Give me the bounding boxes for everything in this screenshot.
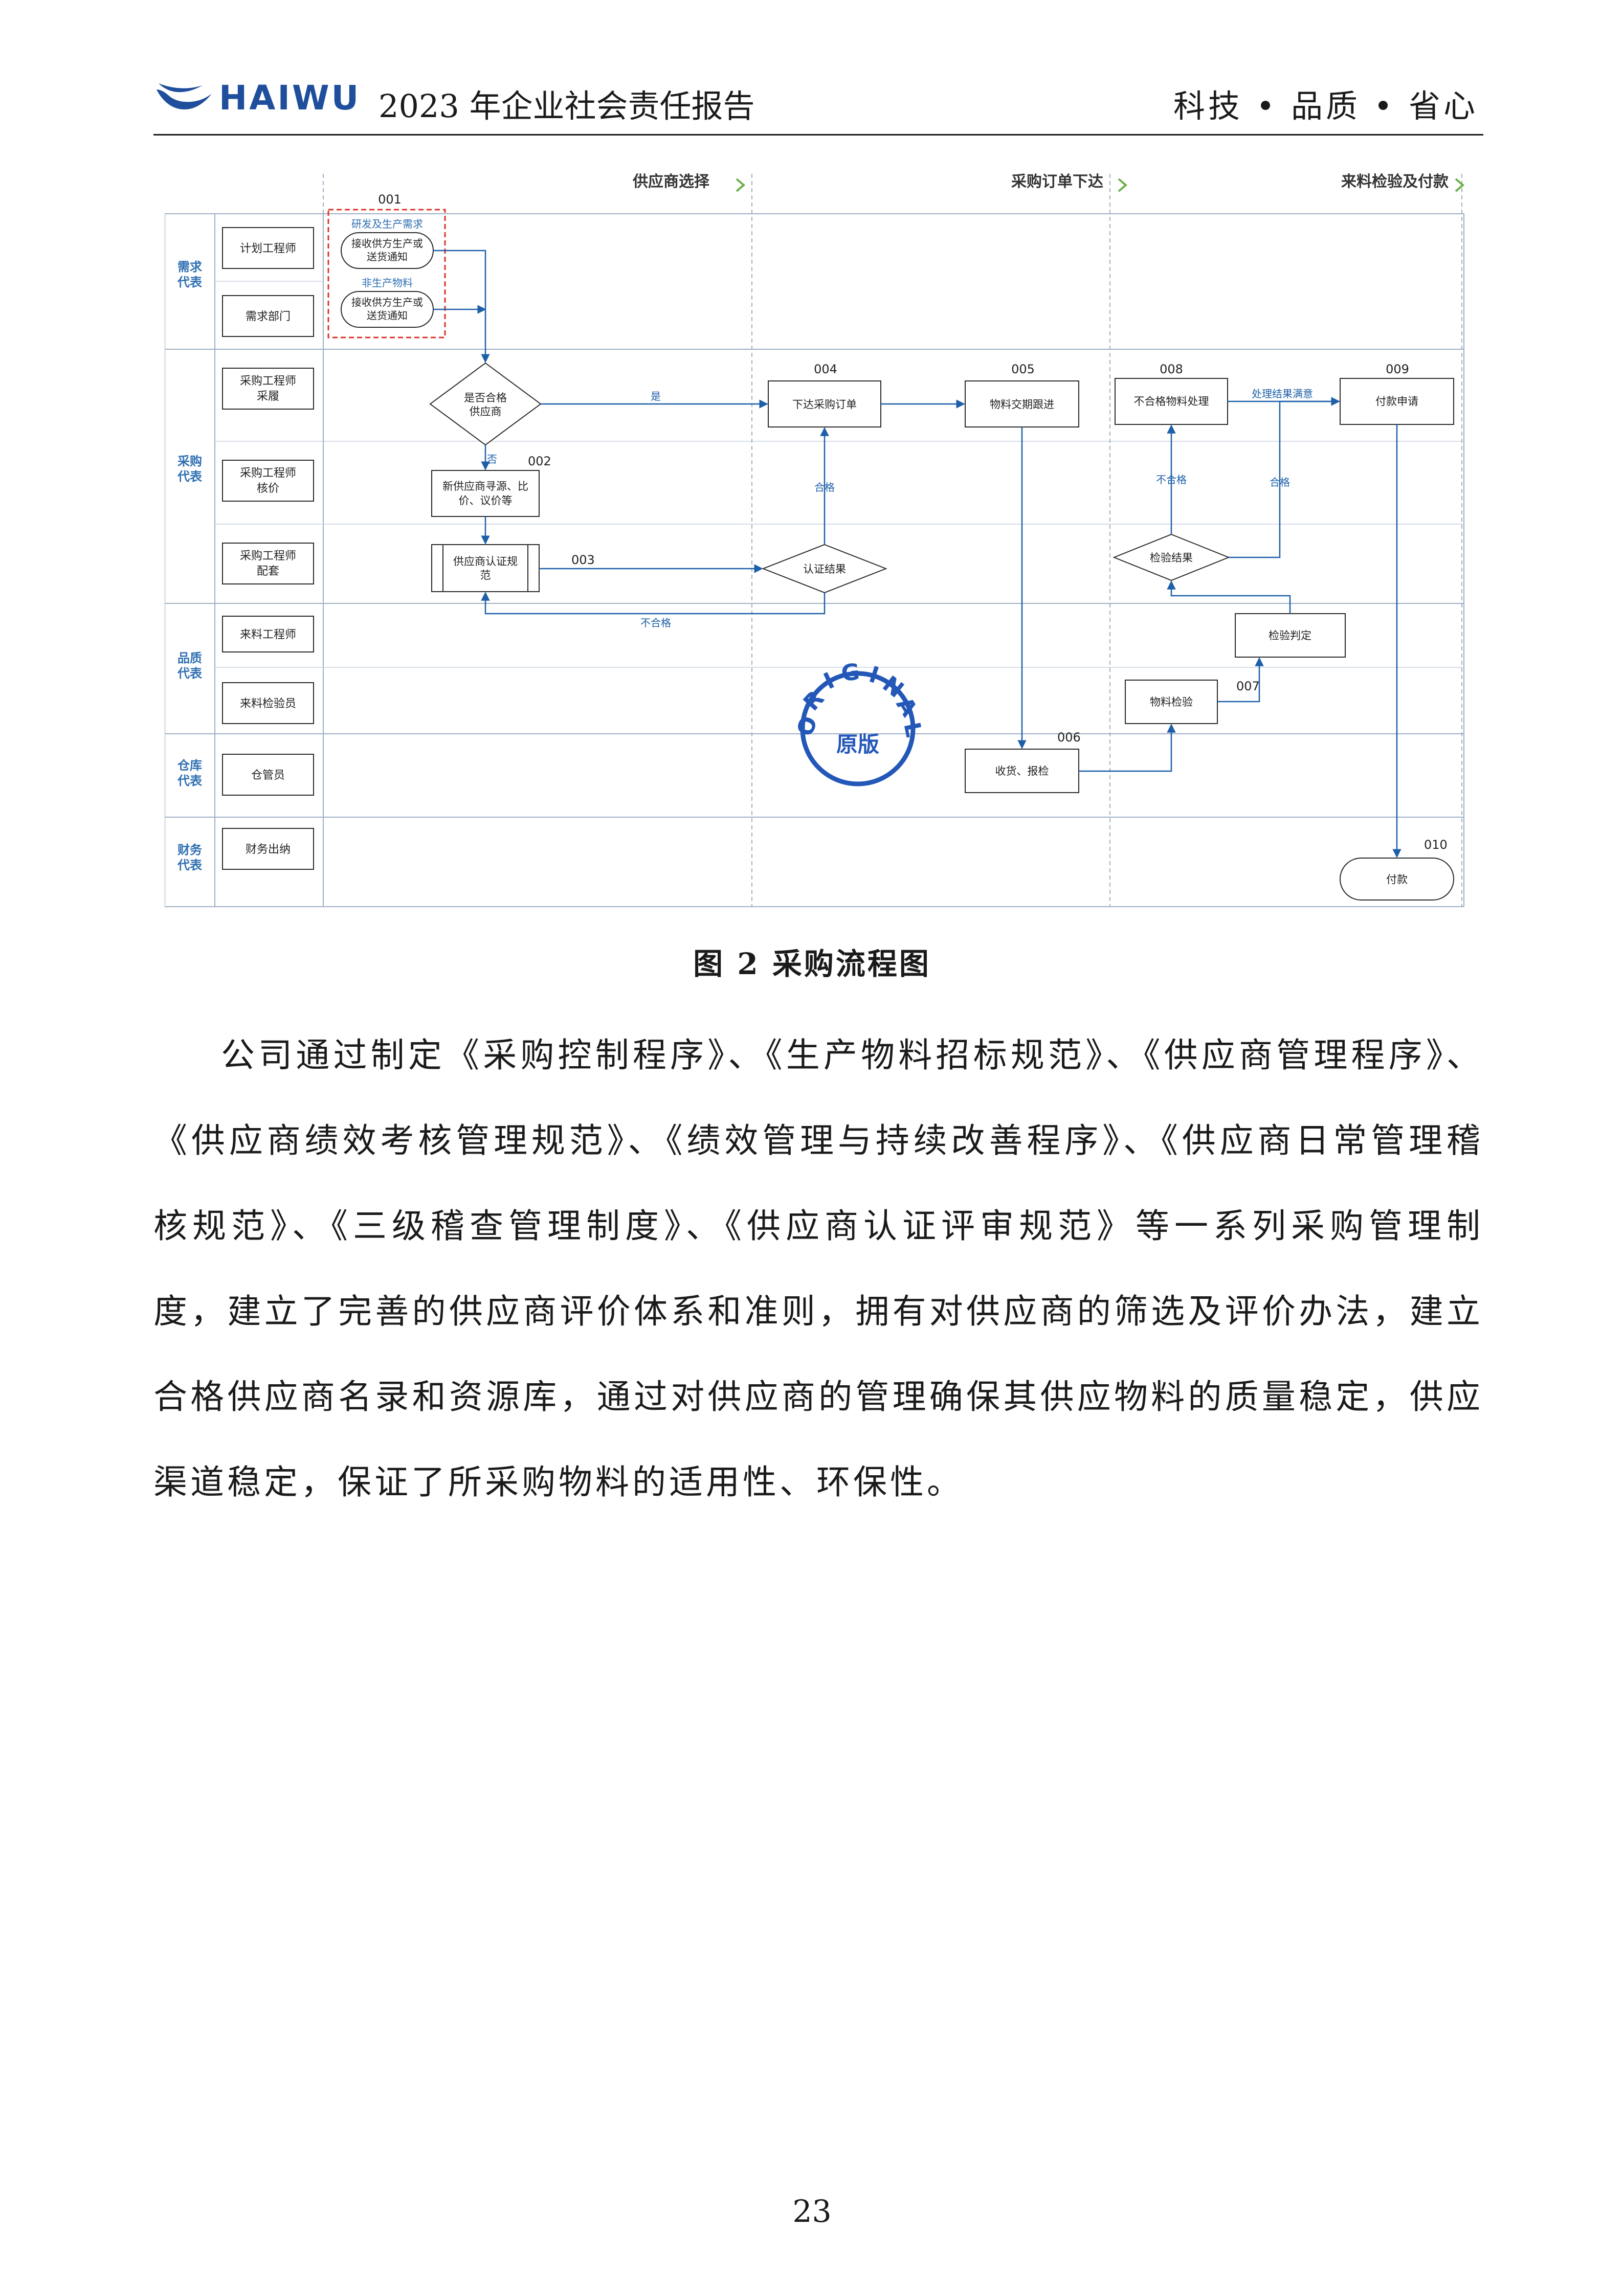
role-label: 仓管员 [251, 769, 285, 782]
node-id-004: 004 [814, 362, 837, 376]
node-id-010: 010 [1424, 838, 1448, 852]
node-id-007: 007 [1236, 679, 1260, 693]
node-receive-inspect [965, 749, 1079, 793]
phase-inspection-payment: 来料检验及付款 [1341, 173, 1449, 191]
role-planning-engineer [222, 227, 314, 269]
role-label: 来料工程师 [240, 628, 296, 641]
node-id-008: 008 [1160, 362, 1183, 376]
procurement-flowchart: 供应商选择 采购订单下达 来料检验及付款 需求 代表 采购 代表 品质 代表 仓… [164, 164, 1468, 910]
lane-finance-l1: 财务 [177, 843, 203, 857]
body-paragraph: 公司通过制定《采购控制程序》、《生产物料招标规范》、《供应商管理程序》、《供应商… [153, 1012, 1483, 1525]
svg-text:接收供方生产或: 接收供方生产或 [351, 237, 423, 250]
role-label: 采购工程师 [240, 550, 296, 562]
node-delivery-followup [965, 380, 1079, 427]
svg-text:供应商: 供应商 [470, 406, 502, 418]
svg-text:价、议价等: 价、议价等 [459, 494, 513, 507]
svg-text:检验判定: 检验判定 [1269, 629, 1311, 642]
node-id-001: 001 [378, 192, 402, 207]
svg-text:新供应商寻源、比: 新供应商寻源、比 [442, 480, 528, 492]
node-payment [1340, 858, 1454, 901]
edge-label-fail: 不合格 [1156, 474, 1187, 486]
node-material-inspection [1125, 680, 1218, 724]
role-label: 财务出纳 [246, 843, 291, 856]
role-label: 来料检验员 [240, 697, 296, 710]
edge-label-no: 否 [487, 453, 497, 465]
header-divider [153, 134, 1483, 136]
svg-text:送货通知: 送货通知 [367, 309, 408, 322]
lane-purchase-l1: 采购 [177, 454, 202, 468]
svg-text:下达采购订单: 下达采购订单 [792, 398, 857, 411]
req-label-bottom: 非生产物料 [362, 277, 413, 289]
node-id-003: 003 [571, 553, 595, 567]
svg-text:是否合格: 是否合格 [464, 392, 507, 404]
svg-text:供应商认证规: 供应商认证规 [453, 555, 518, 568]
node-id-006: 006 [1057, 730, 1081, 745]
svg-text:检验结果: 检验结果 [1150, 552, 1193, 564]
svg-text:范: 范 [480, 569, 491, 581]
role-label: 需求部门 [246, 310, 291, 323]
phase-supplier-selection: 供应商选择 [632, 173, 710, 191]
svg-text:付款申请: 付款申请 [1375, 395, 1418, 408]
node-id-005: 005 [1011, 362, 1035, 376]
svg-text:送货通知: 送货通知 [367, 251, 408, 263]
svg-text:物料交期跟进: 物料交期跟进 [990, 398, 1054, 411]
page-number: 23 [792, 2194, 832, 2230]
svg-text:认证结果: 认证结果 [803, 563, 846, 575]
paragraph-text: 公司通过制定《采购控制程序》、《生产物料招标规范》、《供应商管理程序》、《供应商… [153, 1036, 1483, 1502]
report-title: 2023 年企业社会责任报告 [379, 87, 755, 125]
decision-inspection-result [1113, 533, 1230, 581]
svg-text:原版: 原版 [836, 732, 879, 757]
node-issue-po [768, 380, 881, 427]
node-inspection-judgement [1235, 613, 1346, 658]
lane-purchase-l2: 代表 [177, 469, 203, 484]
role-label: 采购工程师 [240, 467, 296, 480]
node-id-009: 009 [1386, 362, 1409, 376]
edge-label-fail: 不合格 [640, 617, 671, 629]
req-label-top: 研发及生产需求 [351, 218, 423, 230]
lane-warehouse-l2: 代表 [177, 774, 203, 788]
lane-demand-l1: 需求 [177, 260, 202, 274]
brand-name: HAIWU [219, 78, 361, 118]
svg-text:G: G [840, 659, 861, 687]
edge-label-pass: 合格 [814, 481, 835, 493]
haiwu-logo-icon [157, 83, 212, 110]
lane-quality-l1: 品质 [177, 651, 202, 665]
lane-warehouse-l1: 仓库 [177, 758, 202, 773]
role-label: 核价 [257, 482, 279, 495]
lane-finance-l2: 代表 [177, 858, 203, 872]
edge-label-pass: 合格 [1270, 476, 1290, 488]
node-payment-request [1340, 378, 1454, 425]
role-label: 采履 [257, 390, 279, 403]
node-nonconforming-handling [1115, 378, 1228, 425]
node-new-supplier-sourcing [431, 470, 540, 517]
edge-label-result-confirm: 处理结果满意 [1252, 388, 1313, 400]
phase-order-issue: 采购订单下达 [1011, 173, 1103, 191]
svg-text:付款: 付款 [1386, 873, 1408, 886]
role-label: 计划工程师 [240, 242, 296, 255]
svg-text:接收供方生产或: 接收供方生产或 [351, 296, 423, 308]
lane-quality-l2: 代表 [177, 666, 203, 681]
svg-text:收货、报检: 收货、报检 [995, 765, 1049, 777]
node-id-002: 002 [528, 454, 551, 468]
requirement-box [327, 209, 446, 339]
page-header: HAIWU 2023 年企业社会责任报告 科技 • 品质 • 省心 [153, 69, 1483, 136]
header-slogan: 科技 • 品质 • 省心 [1173, 87, 1478, 125]
node-supplier-certification [431, 544, 540, 592]
edge-label-yes: 是 [651, 390, 661, 402]
role-label: 配套 [257, 565, 279, 578]
figure-caption: 图 2 采购流程图 [693, 947, 931, 981]
svg-text:物料检验: 物料检验 [1150, 696, 1193, 708]
svg-text:不合格物料处理: 不合格物料处理 [1134, 395, 1209, 408]
lane-demand-l2: 代表 [177, 275, 203, 289]
role-label: 采购工程师 [240, 375, 296, 388]
